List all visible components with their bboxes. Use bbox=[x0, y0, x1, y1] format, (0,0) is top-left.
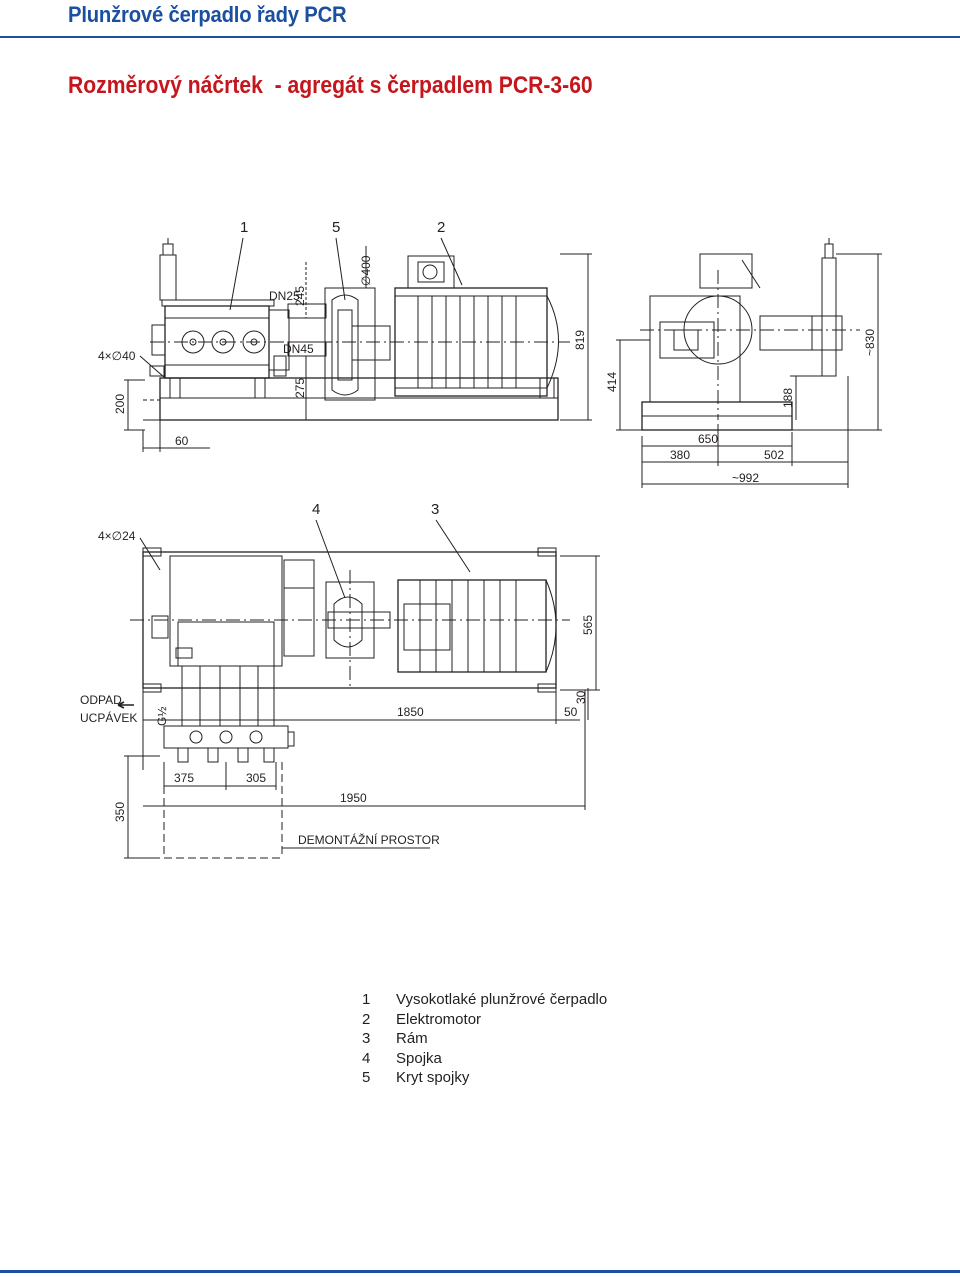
legend-item: 4 Spojka bbox=[362, 1049, 607, 1069]
dim-375: 375 bbox=[174, 771, 194, 785]
dim-188: 188 bbox=[781, 388, 795, 408]
dim-50: 50 bbox=[564, 705, 578, 719]
label-demontazni-prostor: DEMONTÁŽNÍ PROSTOR bbox=[298, 832, 440, 847]
dim-4x40: 4×∅40 bbox=[98, 349, 136, 363]
dim-200: 200 bbox=[113, 394, 127, 414]
parts-legend: 1 Vysokotlaké plunžrové čerpadlo 2 Elekt… bbox=[362, 990, 607, 1088]
dim-502: 502 bbox=[764, 448, 784, 462]
legend-item: 3 Rám bbox=[362, 1029, 607, 1049]
legend-label: Spojka bbox=[396, 1049, 442, 1067]
dim-380: 380 bbox=[670, 448, 690, 462]
legend-number: 3 bbox=[362, 1030, 371, 1047]
callout-5: 5 bbox=[332, 219, 340, 236]
legend-label: Vysokotlaké plunžrové čerpadlo bbox=[396, 991, 608, 1008]
header-title: Plunžrové čerpadlo řady PCR bbox=[68, 2, 347, 27]
legend-label: Elektromotor bbox=[396, 1010, 482, 1028]
dim-414: 414 bbox=[605, 372, 619, 392]
dim-dn25: DN25 bbox=[269, 289, 300, 303]
end-view: 414 188 ~830 650 380 502 ~992 bbox=[605, 238, 882, 488]
label-g-half: G½ bbox=[155, 707, 169, 726]
dim-245: 245 bbox=[293, 286, 307, 306]
dim-830: ~830 bbox=[863, 329, 877, 356]
dim-30: 30 bbox=[574, 690, 588, 704]
legend-number: 5 bbox=[362, 1069, 371, 1086]
legend-item: 2 Elektromotor bbox=[362, 1010, 607, 1030]
callout-2: 2 bbox=[437, 219, 445, 236]
dim-60: 60 bbox=[175, 434, 189, 448]
drawing-title: Rozměrový náčrtek - agregát s čerpadlem … bbox=[68, 72, 593, 99]
label-ucpavek: UCPÁVEK bbox=[80, 710, 137, 725]
legend-item: 5 Kryt spojky bbox=[362, 1068, 607, 1088]
dim-4x24: 4×∅24 bbox=[98, 529, 136, 543]
dim-565: 565 bbox=[581, 615, 595, 635]
dim-1850: 1850 bbox=[397, 705, 424, 719]
footer-rule bbox=[0, 1270, 960, 1273]
legend-number: 4 bbox=[362, 1049, 371, 1067]
dim-305: 305 bbox=[246, 771, 266, 785]
legend-item: 1 Vysokotlaké plunžrové čerpadlo bbox=[362, 990, 607, 1010]
legend-number: 1 bbox=[362, 991, 371, 1008]
legend-number: 2 bbox=[362, 1010, 371, 1028]
dim-819: 819 bbox=[573, 330, 587, 350]
dim-992: ~992 bbox=[732, 471, 759, 485]
dim-1950: 1950 bbox=[340, 791, 367, 805]
header-rule bbox=[0, 36, 960, 38]
legend-label: Kryt spojky bbox=[396, 1069, 470, 1086]
callout-4: 4 bbox=[312, 501, 320, 518]
top-view: 4 3 bbox=[80, 501, 600, 859]
label-odpad: ODPAD bbox=[80, 693, 122, 707]
dim-dn45: DN45 bbox=[283, 342, 314, 356]
dim-650: 650 bbox=[698, 432, 718, 446]
callout-3: 3 bbox=[431, 501, 439, 518]
side-view: 1 5 2 DN25 DN45 2 bbox=[98, 219, 592, 452]
dim-350: 350 bbox=[113, 802, 127, 822]
legend-label: Rám bbox=[396, 1030, 428, 1047]
dim-275: 275 bbox=[293, 378, 307, 398]
callout-1: 1 bbox=[240, 219, 248, 236]
